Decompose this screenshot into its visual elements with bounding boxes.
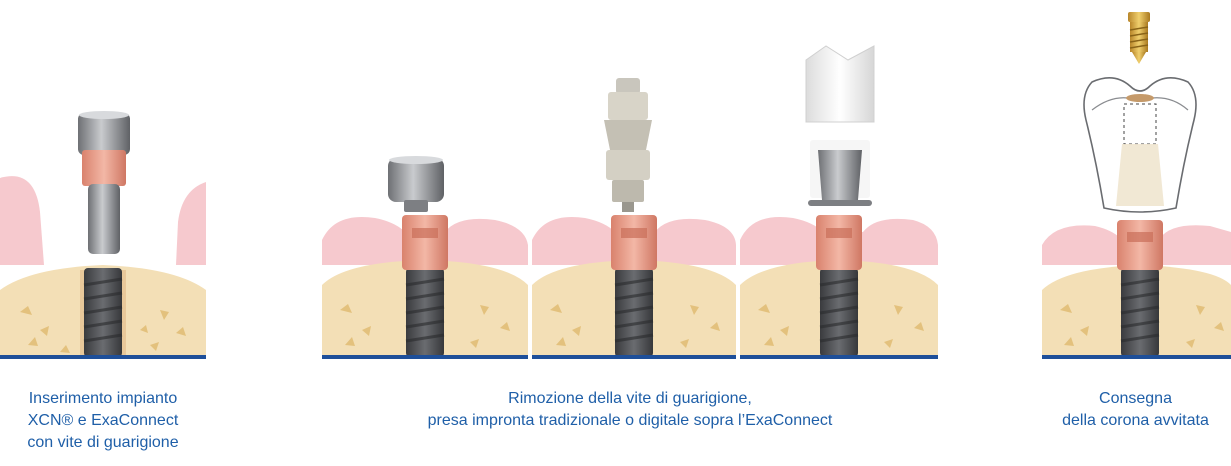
bone-chips [340,304,510,348]
healing-screw-assembly [78,111,130,254]
baseline [1042,355,1231,359]
panel-step2-transfer [532,78,736,359]
bone-chips [758,304,924,348]
gum-right [176,182,206,265]
gum-left [0,176,44,265]
implant-body [819,268,859,357]
baseline [322,355,528,359]
bone-chips [1060,304,1224,348]
implant-body [405,268,445,357]
caption-step1: Inserimento impianto XCN® e ExaConnect c… [27,390,179,451]
bone-chips [20,306,186,353]
exaconnect-abutment [816,215,862,270]
crown-outline [1083,77,1197,213]
baseline [740,355,938,359]
implant-body [614,268,654,357]
caption-step3: Consegna della corona avvitata [1062,390,1209,429]
exaconnect-abutment [611,215,657,270]
panel-step3 [1042,12,1231,359]
implant-body [1120,268,1160,357]
bone-chips [550,304,720,348]
healing-screw-removed [388,156,444,212]
scan-body [805,45,875,206]
baseline [0,355,206,359]
panel-step1 [0,111,206,359]
panel-step2-digital [740,45,938,359]
gold-screw [1128,12,1150,64]
impression-transfer [604,78,652,212]
baseline [532,355,736,359]
caption-step2: Rimozione della vite di guarigione, pres… [427,390,833,429]
exaconnect-abutment [402,215,448,270]
panel-step2-healing [322,156,528,359]
exaconnect-abutment [1117,220,1163,270]
implant-body [83,268,123,357]
